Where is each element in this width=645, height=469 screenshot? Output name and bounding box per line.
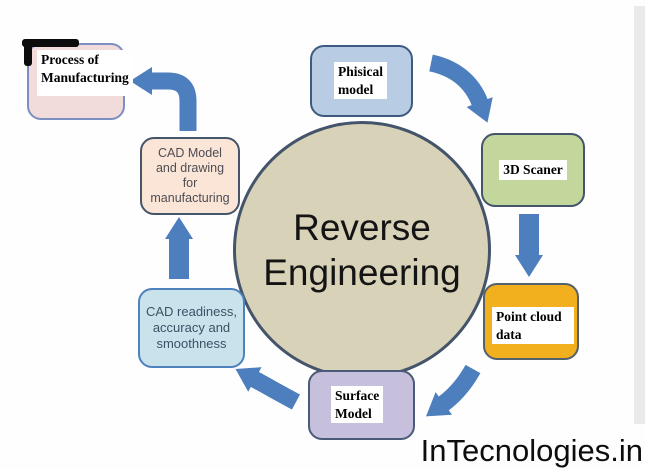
node-cad-readiness-label: CAD readiness, accuracy and smoothness <box>145 303 238 352</box>
node-3d-scanner-label: 3D Scaner <box>499 160 567 180</box>
node-cad-model: CAD Model and drawing for manufacturing <box>140 137 240 215</box>
page-edge-strip <box>634 6 645 424</box>
node-physical-model: Phisical model <box>310 45 413 117</box>
arrow-pointcloud-to-surface <box>426 364 481 417</box>
node-cad-readiness: CAD readiness, accuracy and smoothness <box>138 288 245 368</box>
center-circle: Reverse Engineering <box>233 121 491 379</box>
node-cad-model-label: CAD Model and drawing for manufacturing <box>150 146 230 205</box>
watermark-text: InTecnologies.in <box>420 433 643 468</box>
marker-annotation-vertical <box>24 40 32 66</box>
node-process-of-manufacturing: Process of Manufacturing <box>27 43 133 120</box>
arrow-surface-to-readiness <box>235 367 301 410</box>
node-point-cloud-data-label: Point cloud data <box>492 307 574 345</box>
arrow-cadmodel-to-process <box>130 67 197 131</box>
node-surface-model-label: Surface Model <box>331 386 384 424</box>
node-3d-scanner: 3D Scaner <box>481 133 585 207</box>
node-process-of-manufacturing-label: Process of Manufacturing <box>37 50 133 96</box>
node-point-cloud-data: Point cloud data <box>483 283 579 360</box>
node-physical-model-label: Phisical model <box>334 62 388 100</box>
node-surface-model: Surface Model <box>308 370 415 440</box>
arrow-physical-to-scanner <box>428 54 493 123</box>
center-circle-label: Reverse Engineering <box>263 206 461 293</box>
marker-annotation-horizontal <box>22 39 79 47</box>
